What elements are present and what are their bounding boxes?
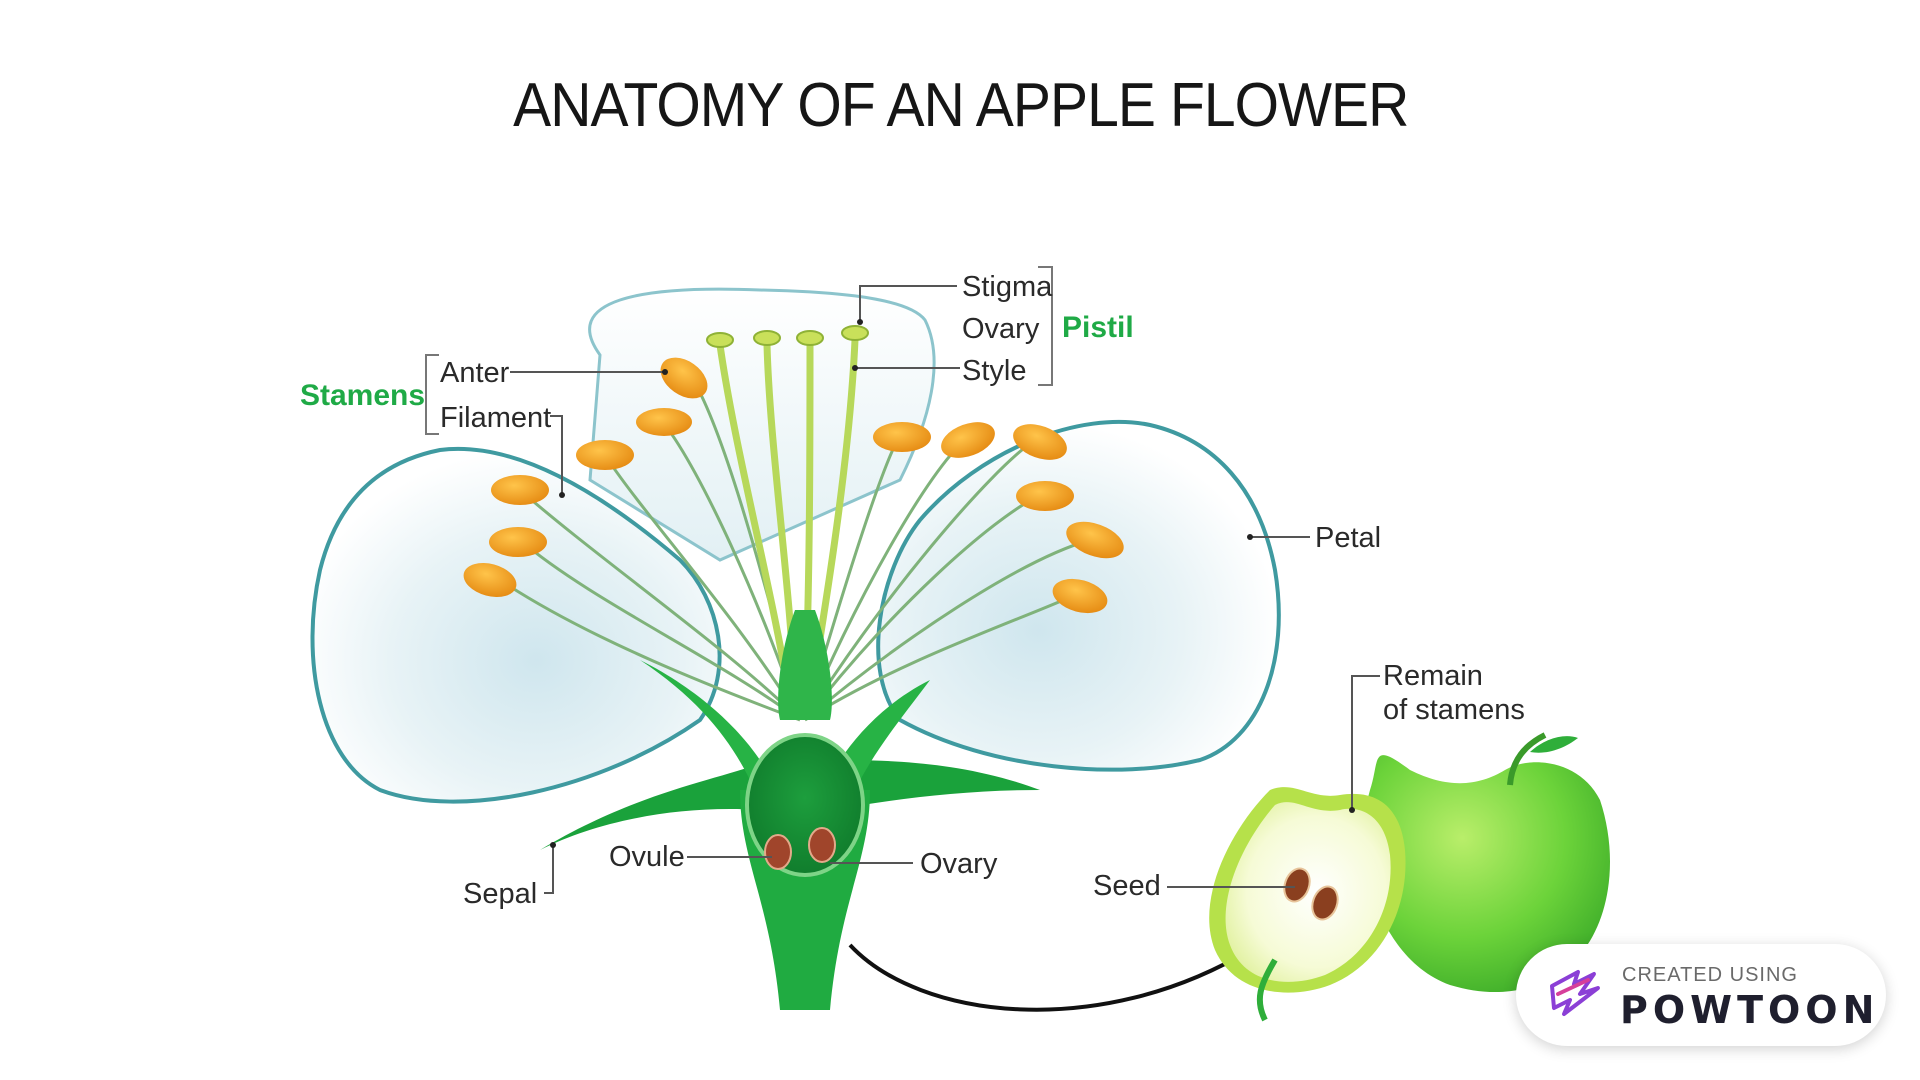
filament-label: Filament bbox=[440, 402, 551, 434]
left-sepal bbox=[540, 760, 770, 850]
apple-leaf bbox=[1530, 736, 1578, 753]
apple-stem bbox=[1507, 732, 1547, 786]
ovule-left bbox=[764, 834, 792, 870]
right-sepal bbox=[830, 760, 1040, 810]
ovule-label: Ovule bbox=[609, 841, 685, 873]
left-petal bbox=[310, 446, 722, 804]
ovule-right bbox=[808, 827, 836, 863]
remain-label-line1: Remain bbox=[1383, 660, 1483, 692]
stigma-label: Stigma bbox=[962, 271, 1053, 303]
back-petal bbox=[588, 287, 936, 562]
badge-created-using: CREATED USING bbox=[1622, 964, 1798, 986]
badge-brand: POWTOON bbox=[1620, 988, 1880, 1032]
powtoon-badge[interactable]: CREATED USING POWTOON bbox=[1516, 944, 1886, 1046]
powtoon-logo-icon bbox=[1550, 970, 1600, 1016]
remain-label-line2: of stamens bbox=[1383, 694, 1525, 726]
seed-left bbox=[1283, 867, 1311, 903]
sepal-label: Sepal bbox=[463, 878, 537, 910]
right-upper-sepal bbox=[840, 680, 930, 790]
pistil-column bbox=[778, 610, 832, 720]
arrow-to-apple bbox=[848, 943, 1252, 1012]
left-upper-sepal bbox=[640, 660, 760, 780]
half-apple-sprout bbox=[1256, 958, 1278, 1022]
seed-right bbox=[1311, 885, 1339, 921]
diagram-title: ANATOMY OF AN APPLE FLOWER bbox=[513, 71, 1409, 140]
stamens-group-label: Stamens bbox=[300, 379, 425, 412]
style-label: Style bbox=[962, 355, 1026, 387]
pistil-group-label: Pistil bbox=[1062, 311, 1134, 344]
ovary-top-label: Ovary bbox=[962, 313, 1040, 345]
ovary-bottom-label: Ovary bbox=[920, 848, 998, 880]
whole-apple bbox=[1363, 755, 1610, 993]
anthers bbox=[463, 357, 1124, 614]
leader-lines bbox=[425, 266, 1380, 894]
anter-label: Anter bbox=[440, 357, 510, 389]
petal-label: Petal bbox=[1315, 522, 1381, 554]
seed-label: Seed bbox=[1093, 870, 1161, 902]
stigmas bbox=[706, 325, 869, 348]
